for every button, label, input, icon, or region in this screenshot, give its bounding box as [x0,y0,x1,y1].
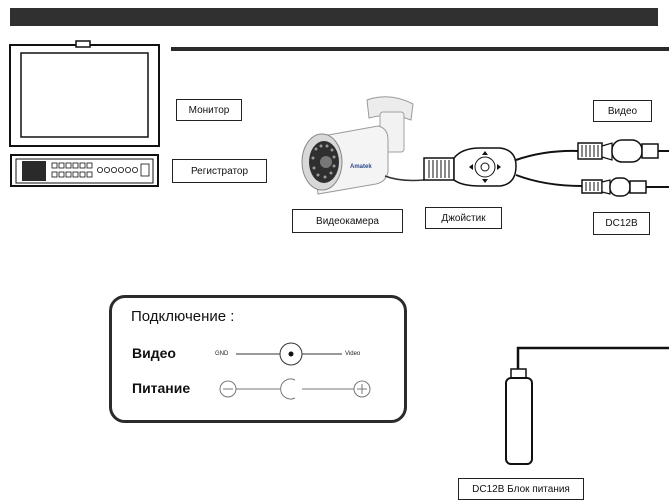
camera-label: Видеокамера [292,209,403,233]
camera-icon [301,96,425,195]
power-row-label: Питание [132,380,191,396]
joystick-icon [423,147,517,187]
header-bar [10,8,658,26]
video-connector-icon [577,139,669,163]
video-pin-label: Video [345,351,361,357]
power-connector-icon [581,177,669,197]
power-supply-label: DC12В Блок питания [458,478,584,500]
connection-panel: Подключение : Видео Питание GND Video [109,295,407,423]
video-label: Видео [593,100,652,122]
dc12v-label: DC12В [593,212,650,235]
video-row-label: Видео [132,345,176,361]
pinout-diagram [219,342,371,400]
monitor-icon [9,40,160,147]
joystick-label: Джойстик [425,207,502,229]
connection-panel-title: Подключение : [131,308,235,325]
gnd-pin-label: GND [215,351,229,357]
monitor-label: Монитор [176,99,242,121]
camera-brand: Amatek [350,164,372,170]
recorder-icon [10,154,159,187]
power-supply-icon [505,346,669,465]
dc-jack-icon [280,378,296,400]
recorder-label: Регистратор [172,159,267,183]
